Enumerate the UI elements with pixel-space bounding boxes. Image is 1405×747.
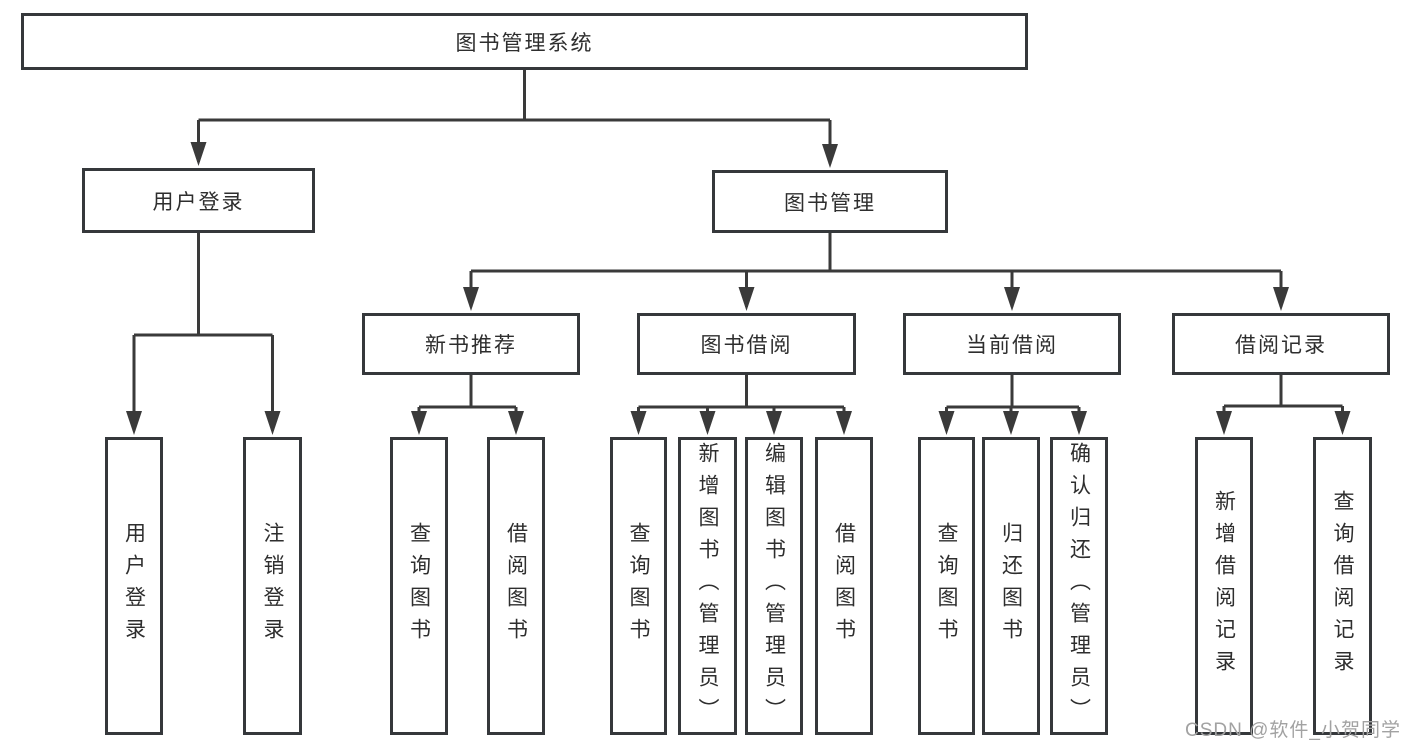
node-current-borrowing-label: 当前借阅	[966, 334, 1058, 357]
leaf-rcd-add-record-label: 新增借阅记录	[1212, 490, 1236, 682]
node-borrowing-records: 借阅记录	[1172, 313, 1390, 375]
leaf-bor-edit-books-admin: 编辑图书（管理员）	[745, 437, 803, 735]
leaf-logout-label: 注销登录	[261, 522, 284, 650]
leaf-bor-add-books-admin: 新增图书（管理员）	[678, 437, 737, 735]
leaf-rcd-query-record: 查询借阅记录	[1313, 437, 1372, 735]
leaf-rcd-query-record-label: 查询借阅记录	[1331, 490, 1354, 682]
leaf-cur-confirm-return-admin: 确认归还（管理员）	[1050, 437, 1108, 735]
arrowheads	[126, 142, 1351, 435]
node-book-borrowing: 图书借阅	[637, 313, 856, 375]
leaf-bor-borrow-books-label: 借阅图书	[832, 522, 856, 650]
node-borrowing-records-label: 借阅记录	[1235, 334, 1327, 357]
node-book-management-label: 图书管理	[784, 191, 876, 215]
node-new-book-recommend: 新书推荐	[362, 313, 580, 375]
leaf-user-login-label: 用户登录	[122, 522, 146, 650]
leaf-rec-borrow-books-label: 借阅图书	[504, 522, 528, 650]
csdn-watermark: CSDN @软件_小贺同学	[1185, 720, 1401, 741]
leaf-cur-query-books: 查询图书	[918, 437, 975, 735]
leaf-bor-edit-books-admin-label: 编辑图书（管理员）	[762, 442, 786, 730]
node-current-borrowing: 当前借阅	[903, 313, 1121, 375]
leaf-user-login: 用户登录	[105, 437, 163, 735]
leaf-cur-return-books-label: 归还图书	[999, 522, 1023, 650]
leaf-rec-borrow-books: 借阅图书	[487, 437, 545, 735]
leaf-cur-query-books-label: 查询图书	[935, 522, 958, 650]
node-user-login: 用户登录	[82, 168, 315, 233]
root-node-library-system: 图书管理系统	[21, 13, 1028, 70]
node-new-book-recommend-label: 新书推荐	[425, 334, 517, 357]
leaf-cur-return-books: 归还图书	[982, 437, 1040, 735]
leaf-rec-query-books: 查询图书	[390, 437, 448, 735]
leaf-bor-add-books-admin-label: 新增图书（管理员）	[696, 442, 719, 730]
node-book-borrowing-label: 图书借阅	[700, 334, 793, 357]
leaf-logout: 注销登录	[243, 437, 302, 735]
leaf-cur-confirm-return-admin-label: 确认归还（管理员）	[1067, 442, 1091, 730]
node-book-management: 图书管理	[712, 170, 948, 233]
root-node-label: 图书管理系统	[455, 31, 594, 55]
leaf-bor-query-books: 查询图书	[610, 437, 667, 735]
node-user-login-label: 用户登录	[152, 190, 245, 214]
leaf-rcd-add-record: 新增借阅记录	[1195, 437, 1253, 735]
leaf-bor-borrow-books: 借阅图书	[815, 437, 873, 735]
leaf-bor-query-books-label: 查询图书	[627, 522, 650, 650]
leaf-rec-query-books-label: 查询图书	[407, 522, 431, 650]
